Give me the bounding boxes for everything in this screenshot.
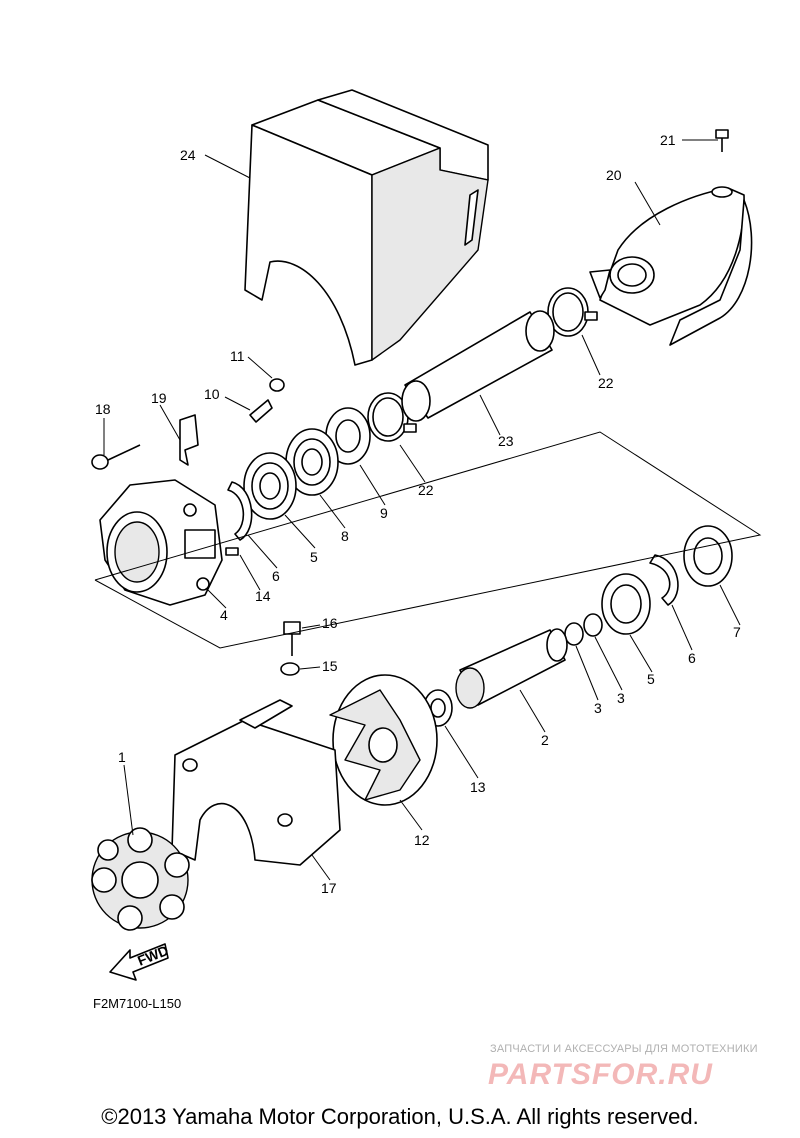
callout-15: 15 xyxy=(322,658,338,674)
group-frame xyxy=(94,431,762,649)
callout-17: 17 xyxy=(321,880,337,896)
part-3-oring-left xyxy=(564,622,584,646)
fwd-arrow-icon: FWD xyxy=(109,942,171,981)
part-2-shaft xyxy=(455,628,568,709)
callout-23: 23 xyxy=(498,433,514,449)
callout-20: 20 xyxy=(606,167,622,183)
part-16-bolt xyxy=(283,621,301,656)
part-21-bolt xyxy=(715,129,729,152)
callout-11: 11 xyxy=(230,348,245,364)
part-20-nozzle xyxy=(589,186,753,346)
part-11-cap xyxy=(269,378,285,392)
callout-10: 10 xyxy=(204,386,220,402)
callout-6-upper: 6 xyxy=(272,568,280,584)
part-22-clamp-lower xyxy=(367,392,417,442)
callout-21: 21 xyxy=(660,132,676,148)
part-18-bolt xyxy=(91,444,141,470)
callout-19: 19 xyxy=(151,390,167,406)
callout-14: 14 xyxy=(255,588,271,604)
watermark-caption: ЗАПЧАСТИ И АКСЕССУАРЫ ДЛЯ МОТОТЕХНИКИ xyxy=(490,1043,758,1055)
callout-6-lower: 6 xyxy=(688,650,696,666)
copyright-notice: ©2013 Yamaha Motor Corporation, U.S.A. A… xyxy=(101,1104,699,1129)
callouts: 24 21 20 22 23 22 9 8 5 6 14 4 19 18 10 … xyxy=(95,132,741,896)
callout-16: 16 xyxy=(322,615,338,631)
part-10-nipple xyxy=(249,399,273,423)
callout-18: 18 xyxy=(95,401,111,417)
leader-lines xyxy=(103,139,741,881)
callout-7: 7 xyxy=(733,624,741,640)
part-24-cover xyxy=(244,89,489,366)
part-23-hose xyxy=(401,310,555,422)
callout-9: 9 xyxy=(380,505,388,521)
callout-1: 1 xyxy=(118,749,126,765)
part-6-circlip-right xyxy=(649,554,679,606)
part-17-duct xyxy=(171,699,341,866)
part-6-circlip-upper xyxy=(227,481,253,541)
callout-5-upper: 5 xyxy=(310,549,318,565)
watermark-logo: PARTSFOR.RU xyxy=(488,1058,713,1091)
part-3-oring-right xyxy=(583,613,603,637)
callout-13: 13 xyxy=(470,779,486,795)
figure-code: F2M7100-L150 xyxy=(93,996,182,1011)
callout-2: 2 xyxy=(541,732,549,748)
part-5-bearing-right xyxy=(601,573,651,635)
callout-4: 4 xyxy=(220,607,228,623)
callout-3-right: 3 xyxy=(617,690,625,706)
part-4-housing xyxy=(99,479,239,606)
callout-22-upper: 22 xyxy=(598,375,614,391)
callout-8: 8 xyxy=(341,528,349,544)
part-15-collar xyxy=(280,662,300,676)
callout-12: 12 xyxy=(414,832,430,848)
callout-5-lower: 5 xyxy=(647,671,655,687)
part-12-impeller xyxy=(329,674,438,806)
callout-24: 24 xyxy=(180,147,196,163)
callout-22-lower: 22 xyxy=(418,482,434,498)
part-19-plate xyxy=(179,414,199,466)
part-22-clamp-upper xyxy=(547,287,598,337)
part-5-bearing-upper xyxy=(243,452,297,520)
part-7-seal-right xyxy=(683,525,733,587)
part-8-bearing-upper xyxy=(285,428,339,496)
callout-3-left: 3 xyxy=(594,700,602,716)
part-1-damper xyxy=(91,827,190,931)
